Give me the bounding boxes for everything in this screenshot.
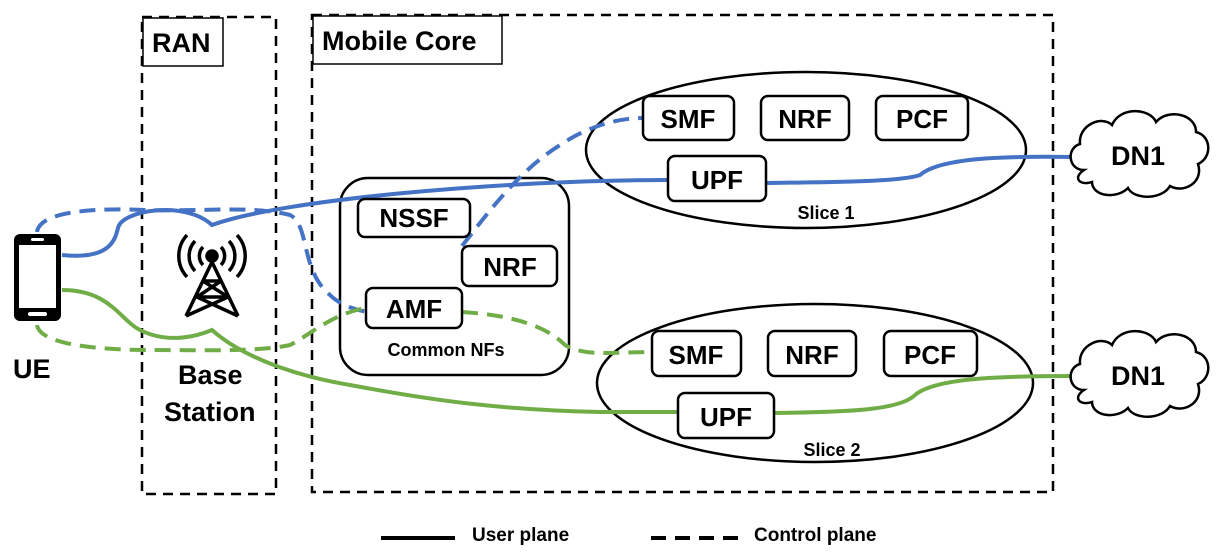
common-nrf-box	[460, 244, 559, 288]
common-amf-box	[364, 286, 464, 330]
base-station-tower-icon	[177, 233, 247, 318]
slice2-pcf-label: PCF	[904, 340, 956, 370]
slice1-pcf-label: PCF	[896, 104, 948, 134]
slice2-nrf-box	[766, 329, 858, 378]
slice1-upf-box	[666, 154, 768, 203]
mobile-core-label-box	[312, 15, 503, 65]
slice2-label: Slice 2	[803, 440, 860, 460]
slice1-upf-label: UPF	[691, 165, 743, 195]
slice1-control-plane-line	[35, 116, 644, 314]
common-nssf-box	[356, 197, 472, 239]
dn1-slice2-label: DN1	[1111, 361, 1165, 391]
legend-user-plane-label: User plane	[472, 525, 569, 546]
slice2-upf-label: UPF	[700, 402, 752, 432]
common-nfs-label: Common NFs	[388, 340, 505, 360]
ran-label-box	[142, 17, 224, 67]
slice2-smf-label: SMF	[669, 340, 724, 370]
slice1-ellipse	[584, 70, 1028, 230]
common-nfs-box	[338, 176, 571, 377]
common-nrf-label: NRF	[483, 252, 536, 282]
common-nssf-label: NSSF	[379, 203, 448, 233]
ue-phone-icon	[14, 234, 61, 321]
dn1-slice1-label: DN1	[1111, 141, 1165, 171]
slice2-nrf-label: NRF	[785, 340, 838, 370]
common-amf-label: AMF	[386, 294, 442, 324]
mobile-core-region	[310, 13, 1055, 494]
slice2-pcf-box	[882, 329, 979, 378]
slice1-smf-box	[641, 94, 736, 142]
base-station-label-line1: Base	[178, 360, 243, 390]
slice1-nrf-box	[759, 94, 851, 142]
mobile-core-label: Mobile Core	[322, 26, 477, 56]
slice2-smf-box	[650, 329, 743, 378]
slice1-pcf-box	[874, 94, 970, 142]
slice1-smf-label: SMF	[661, 104, 716, 134]
ue-label: UE	[13, 354, 51, 384]
slice2-control-plane-line	[35, 306, 653, 355]
dn1-slice2-cloud-icon	[1069, 329, 1210, 418]
slice1-user-plane-line	[61, 154, 1073, 258]
legend-control-plane-label: Control plane	[754, 525, 876, 546]
base-station-label-line2: Station	[164, 397, 256, 427]
slice2-ellipse	[595, 302, 1035, 464]
slice1-nrf-label: NRF	[778, 104, 831, 134]
ran-label: RAN	[152, 28, 211, 58]
slice2-upf-box	[676, 391, 776, 440]
slice1-label: Slice 1	[797, 203, 854, 223]
dn1-slice1-cloud-icon	[1069, 109, 1210, 198]
